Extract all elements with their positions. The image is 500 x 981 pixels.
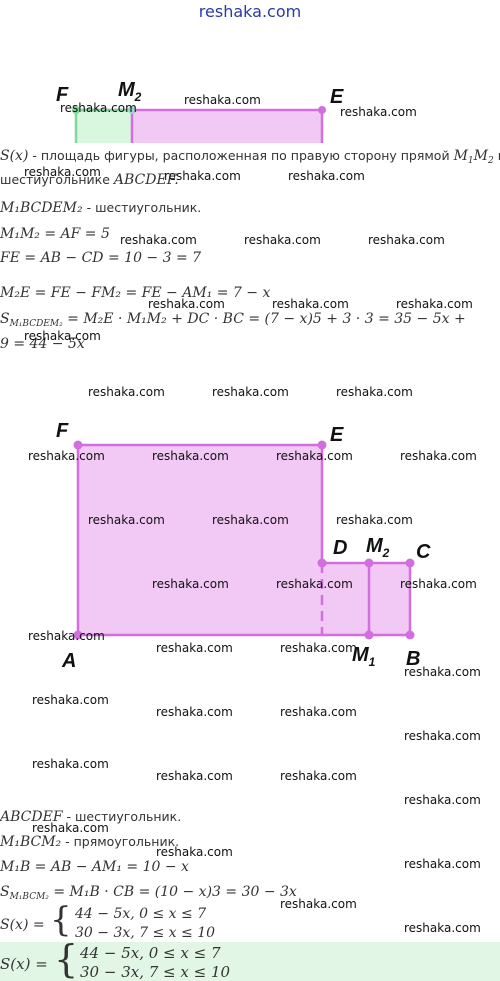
watermark: reshaka.com bbox=[156, 641, 233, 655]
figure2-point-c bbox=[405, 558, 415, 568]
figure2-point-b bbox=[405, 630, 415, 640]
figure2-label-c: C bbox=[416, 541, 431, 563]
text-line-10: M₁BCM₂ - прямоугольник. bbox=[0, 834, 180, 850]
watermark: reshaka.com bbox=[404, 665, 481, 679]
piecewise-brace: { bbox=[50, 900, 72, 940]
watermark: reshaka.com bbox=[404, 793, 481, 807]
figure2-label-f: F bbox=[56, 420, 69, 442]
figure1-left-region bbox=[76, 110, 132, 143]
figure1-point-m2 bbox=[128, 106, 136, 114]
watermark: reshaka.com bbox=[28, 629, 105, 643]
figure1-label-m2: M2 bbox=[118, 79, 142, 104]
watermark: reshaka.com bbox=[152, 577, 229, 591]
figure1-point-f bbox=[72, 106, 80, 114]
figure2-label-a: A bbox=[62, 650, 77, 672]
watermark: reshaka.com bbox=[24, 165, 101, 179]
watermark: reshaka.com bbox=[396, 297, 473, 311]
watermark: reshaka.com bbox=[336, 385, 413, 399]
watermark: reshaka.com bbox=[32, 757, 109, 771]
watermark: reshaka.com bbox=[88, 385, 165, 399]
watermark: reshaka.com bbox=[340, 105, 417, 119]
watermark: reshaka.com bbox=[400, 577, 477, 591]
watermark: reshaka.com bbox=[88, 513, 165, 527]
text-line-5: FE = AB − CD = 10 − 3 = 7 bbox=[0, 250, 202, 266]
watermark: reshaka.com bbox=[156, 769, 233, 783]
text-line-1: S(x) - площадь фигуры, расположенная по … bbox=[0, 148, 500, 166]
text-line-8: 9 = 44 − 5x bbox=[0, 336, 85, 352]
figure2-label-e: E bbox=[330, 424, 344, 446]
figure2-hexagon bbox=[76, 443, 412, 637]
figure2-point-a bbox=[73, 630, 83, 640]
watermark: reshaka.com bbox=[404, 857, 481, 871]
figure2-point-m2 bbox=[364, 558, 374, 568]
watermark: reshaka.com bbox=[184, 93, 261, 107]
watermark: reshaka.com bbox=[164, 169, 241, 183]
watermark: reshaka.com bbox=[28, 449, 105, 463]
figure2-point-d bbox=[317, 558, 327, 568]
watermark: reshaka.com bbox=[280, 641, 357, 655]
figure1-label-f: F bbox=[56, 84, 69, 106]
answer-case-1: 44 − 5x, 0 ≤ x ≤ 7 bbox=[80, 944, 221, 962]
watermark: reshaka.com bbox=[244, 233, 321, 247]
answer-label: S(x) = bbox=[0, 955, 48, 973]
answer-case-2: 30 − 3x, 7 ≤ x ≤ 10 bbox=[80, 963, 231, 981]
text-line-12: SM₁BCM₂ = M₁B · CB = (10 − x)3 = 30 − 3x bbox=[0, 884, 297, 902]
text-line-7: SM₁BCDEM₂ = M₂E · M₁M₂ + DC · BC = (7 − … bbox=[0, 311, 466, 329]
watermark: reshaka.com bbox=[280, 705, 357, 719]
figure2-label-m1: M1 bbox=[352, 644, 376, 669]
text-line-3: M₁BCDEM₂ - шестиугольник. bbox=[0, 200, 202, 216]
watermark: reshaka.com bbox=[280, 769, 357, 783]
site-title[interactable]: reshaka.com bbox=[198, 2, 302, 21]
figure1-label-e: E bbox=[330, 86, 344, 108]
answer-brace: { bbox=[54, 937, 79, 981]
watermark: reshaka.com bbox=[156, 845, 233, 859]
watermark: reshaka.com bbox=[212, 385, 289, 399]
piecewise-case-2: 30 − 3x, 7 ≤ x ≤ 10 bbox=[75, 925, 216, 941]
watermark: reshaka.com bbox=[272, 297, 349, 311]
figure1-right-region bbox=[132, 110, 322, 143]
text-line-6: M₂E = FE − FM₂ = FE − AM₁ = 7 − x bbox=[0, 285, 271, 301]
text-line-11: M₁B = AB − AM₁ = 10 − x bbox=[0, 859, 189, 875]
watermark: reshaka.com bbox=[404, 921, 481, 935]
figure2-point-e bbox=[317, 440, 327, 450]
watermark: reshaka.com bbox=[400, 449, 477, 463]
text-line-9: ABCDEF - шестиугольник. bbox=[0, 809, 182, 825]
watermark: reshaka.com bbox=[276, 449, 353, 463]
answer-highlight bbox=[0, 942, 500, 981]
watermark: reshaka.com bbox=[280, 897, 357, 911]
piecewise-case-1: 44 − 5x, 0 ≤ x ≤ 7 bbox=[75, 906, 207, 922]
watermark: reshaka.com bbox=[120, 233, 197, 247]
figure1-point-e bbox=[318, 106, 326, 114]
piecewise-label: S(x) = bbox=[0, 917, 45, 933]
figure2-label-d: D bbox=[333, 537, 348, 559]
watermark: reshaka.com bbox=[156, 705, 233, 719]
watermark: reshaka.com bbox=[60, 101, 137, 115]
text-line-4: M₁M₂ = AF = 5 bbox=[0, 226, 110, 242]
watermark: reshaka.com bbox=[148, 297, 225, 311]
figure2-point-m1 bbox=[364, 630, 374, 640]
watermark: reshaka.com bbox=[32, 821, 109, 835]
watermark: reshaka.com bbox=[24, 329, 101, 343]
figure2-label-m2: M2 bbox=[366, 535, 390, 560]
figure2-point-f bbox=[73, 440, 83, 450]
watermark: reshaka.com bbox=[152, 449, 229, 463]
watermark: reshaka.com bbox=[32, 693, 109, 707]
figure2-label-b: B bbox=[406, 648, 421, 670]
watermark: reshaka.com bbox=[368, 233, 445, 247]
watermark: reshaka.com bbox=[336, 513, 413, 527]
watermark: reshaka.com bbox=[404, 729, 481, 743]
watermark: reshaka.com bbox=[276, 577, 353, 591]
text-line-2: шестиугольнике ABCDEF. bbox=[0, 172, 179, 188]
watermark: reshaka.com bbox=[288, 169, 365, 183]
watermark: reshaka.com bbox=[212, 513, 289, 527]
